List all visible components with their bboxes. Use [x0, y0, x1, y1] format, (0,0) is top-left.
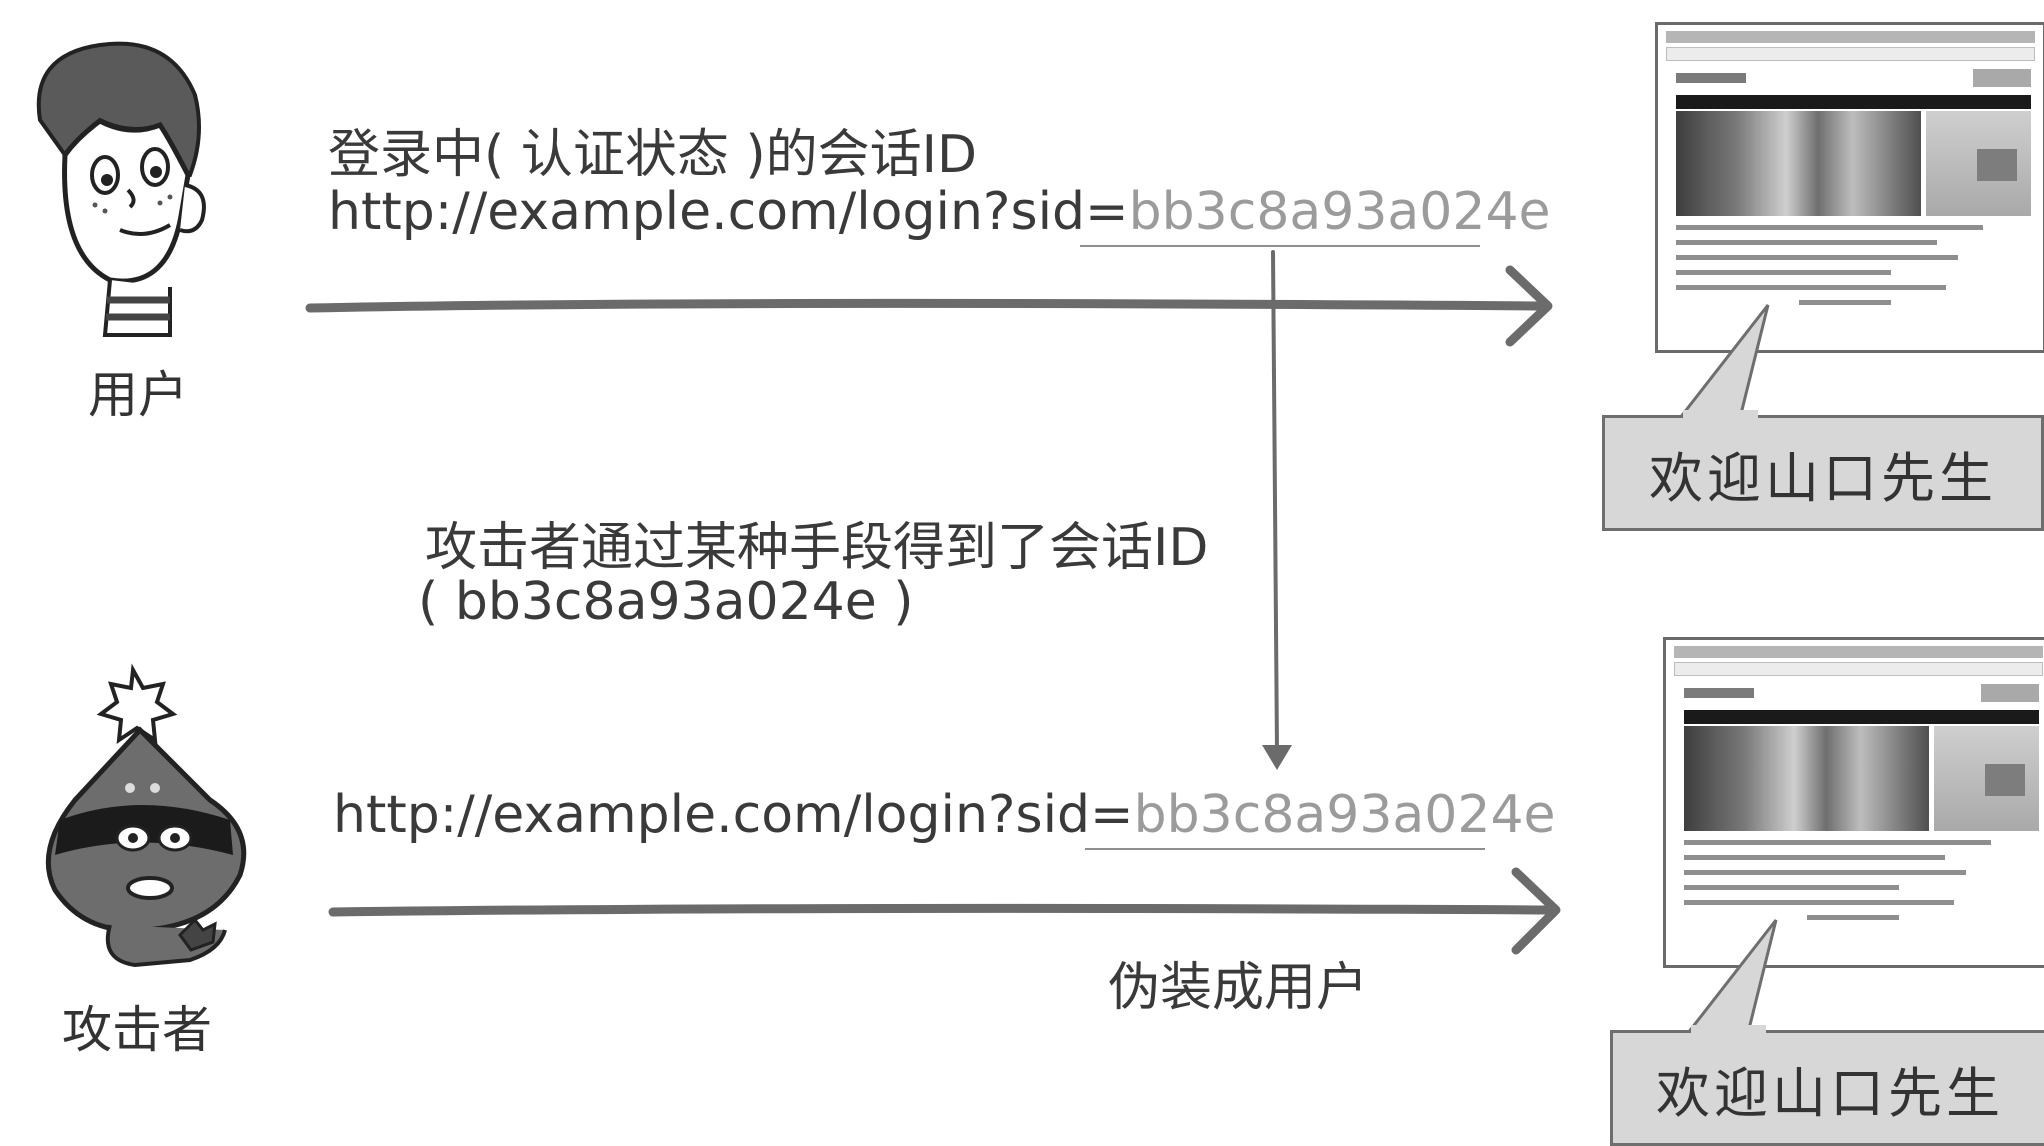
- session-leak-arrow-head: [1262, 745, 1292, 770]
- steal-caption: 攻击者通过某种手段得到了会话ID: [425, 518, 1209, 578]
- server-page-user: [1655, 22, 2044, 353]
- attacker-label: 攻击者: [62, 1001, 212, 1059]
- bubble-tail-attacker: [1684, 919, 1778, 1035]
- bubble-tail-user: [1676, 304, 1770, 420]
- user-request-url: http://example.com/login?sid=bb3c8a93a02…: [328, 182, 1551, 242]
- impersonate-caption: 伪装成用户: [1108, 958, 1369, 1018]
- session-caption: 登录中( 认证状态 )的会话ID: [328, 125, 978, 185]
- welcome-text: 欢迎山口先生: [1649, 446, 1997, 510]
- attacker-request-arrow: [328, 903, 1557, 917]
- url-prefix: http://example.com/login?sid=: [328, 182, 1129, 242]
- session-id-underline: [1085, 848, 1485, 850]
- bubble-tail-mask: [1691, 1025, 1766, 1033]
- user-request-arrow-head: [1505, 265, 1553, 347]
- user-request-arrow: [305, 298, 1550, 313]
- user-label: 用户: [88, 366, 188, 424]
- attacker-avatar: [45, 663, 247, 968]
- session-leak-line: [1271, 250, 1279, 754]
- attacker-request-url: http://example.com/login?sid=bb3c8a93a02…: [333, 785, 1556, 845]
- user-avatar: [36, 41, 206, 337]
- session-id-underline: [1080, 245, 1480, 247]
- bubble-tail-mask: [1683, 410, 1758, 418]
- server-page-attacker: [1663, 637, 2044, 968]
- attacker-request-arrow-head: [1511, 867, 1561, 955]
- welcome-message-attacker: 欢迎山口先生: [1610, 1030, 2044, 1146]
- stolen-session-id: ( bb3c8a93a024e ): [418, 572, 914, 632]
- url-prefix: http://example.com/login?sid=: [333, 785, 1134, 845]
- welcome-message-user: 欢迎山口先生: [1602, 415, 2044, 531]
- session-id: bb3c8a93a024e: [1128, 182, 1551, 242]
- welcome-text: 欢迎山口先生: [1656, 1061, 2004, 1125]
- session-id: bb3c8a93a024e: [1133, 785, 1556, 845]
